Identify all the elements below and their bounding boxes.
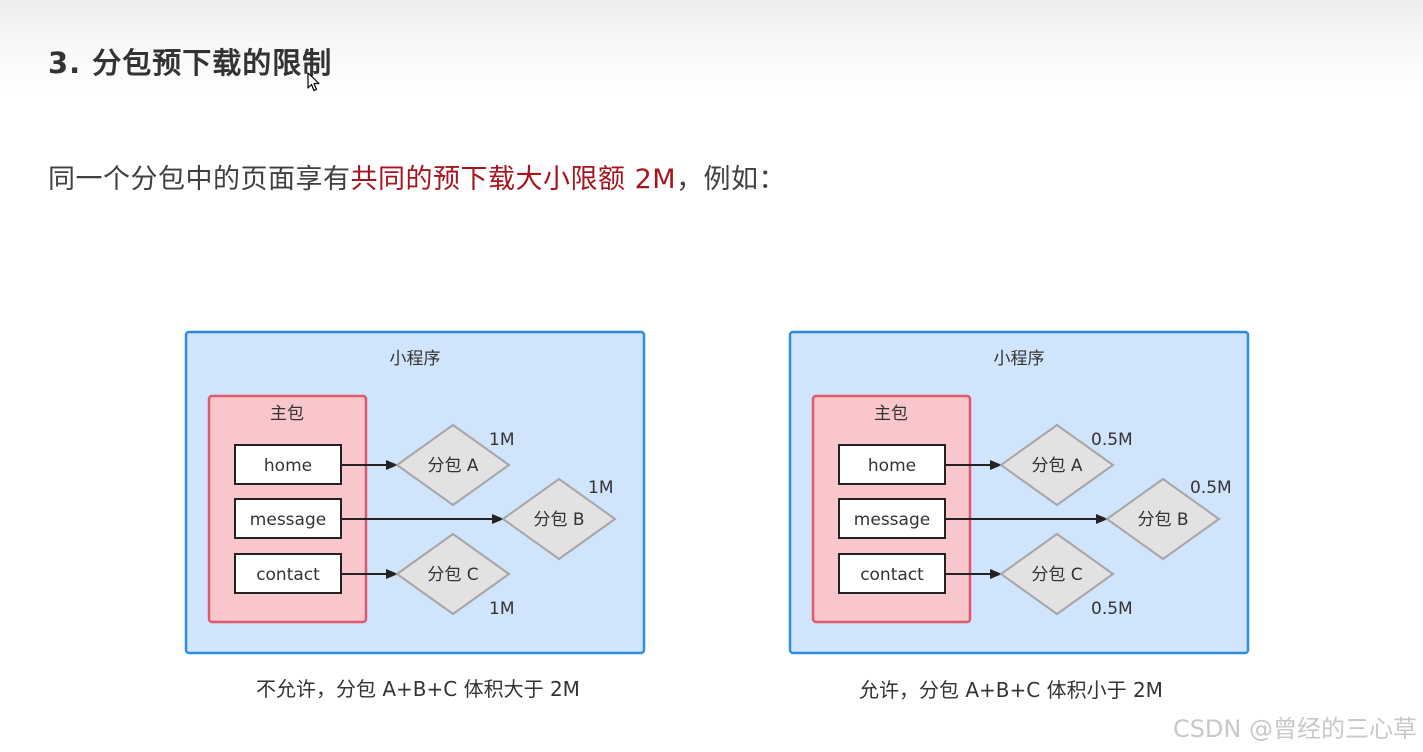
main-package-label: 主包 <box>874 404 908 424</box>
diagram-caption-allowed: 允许，分包 A+B+C 体积小于 2M <box>859 678 1163 702</box>
page-box-message <box>234 498 342 539</box>
app-label: 小程序 <box>994 349 1045 369</box>
diagram-caption-disallowed: 不允许，分包 A+B+C 体积大于 2M <box>256 677 580 701</box>
page-box-home <box>838 444 946 485</box>
page-label-contact: contact <box>256 565 320 585</box>
subpackage-b-label: 分包 B <box>533 510 584 530</box>
subpackage-b-size: 1M <box>588 478 613 498</box>
subpackage-a-diamond <box>395 423 511 507</box>
app-label: 小程序 <box>390 349 441 369</box>
slide-title: 3. 分包预下载的限制 <box>48 46 333 80</box>
page-label-message: message <box>854 510 930 530</box>
subpackage-a-size: 0.5M <box>1091 430 1133 450</box>
description-text: 同一个分包中的页面享有 <box>48 164 351 195</box>
subpackage-a-size: 1M <box>489 430 514 450</box>
subpackage-c-label: 分包 C <box>427 565 478 585</box>
subpackage-b-size: 0.5M <box>1190 478 1232 498</box>
page-box-message <box>838 498 946 539</box>
subpackage-a-label: 分包 A <box>1031 456 1082 476</box>
watermark: CSDN @曾经的三心草 <box>1172 715 1417 743</box>
description-suffix: ，例如： <box>676 164 787 195</box>
page-label-home: home <box>868 456 916 476</box>
subpackage-a-label: 分包 A <box>427 456 478 476</box>
subpackage-c-diamond <box>395 532 511 616</box>
subpackage-c-diamond <box>999 532 1115 616</box>
page-label-contact: contact <box>860 565 924 585</box>
page-box-contact <box>234 553 342 594</box>
subpackage-c-size: 0.5M <box>1091 599 1133 619</box>
subpackage-a-diamond <box>999 423 1115 507</box>
main-package-label: 主包 <box>270 404 304 424</box>
page-box-contact <box>838 553 946 594</box>
page-box-home <box>234 444 342 485</box>
subpackage-c-size: 1M <box>489 599 514 619</box>
subpackage-b-diamond <box>1105 477 1221 561</box>
page-label-home: home <box>264 456 312 476</box>
mouse-cursor-icon <box>307 72 320 92</box>
description: 同一个分包中的页面享有共同的预下载大小限额 2M，例如： <box>48 157 786 196</box>
subpackage-b-diamond <box>501 477 617 561</box>
page-label-message: message <box>250 510 326 530</box>
subpackage-c-label: 分包 C <box>1031 565 1082 585</box>
description-highlight: 共同的预下载大小限额 2M <box>350 164 677 195</box>
subpackage-b-label: 分包 B <box>1137 510 1188 530</box>
